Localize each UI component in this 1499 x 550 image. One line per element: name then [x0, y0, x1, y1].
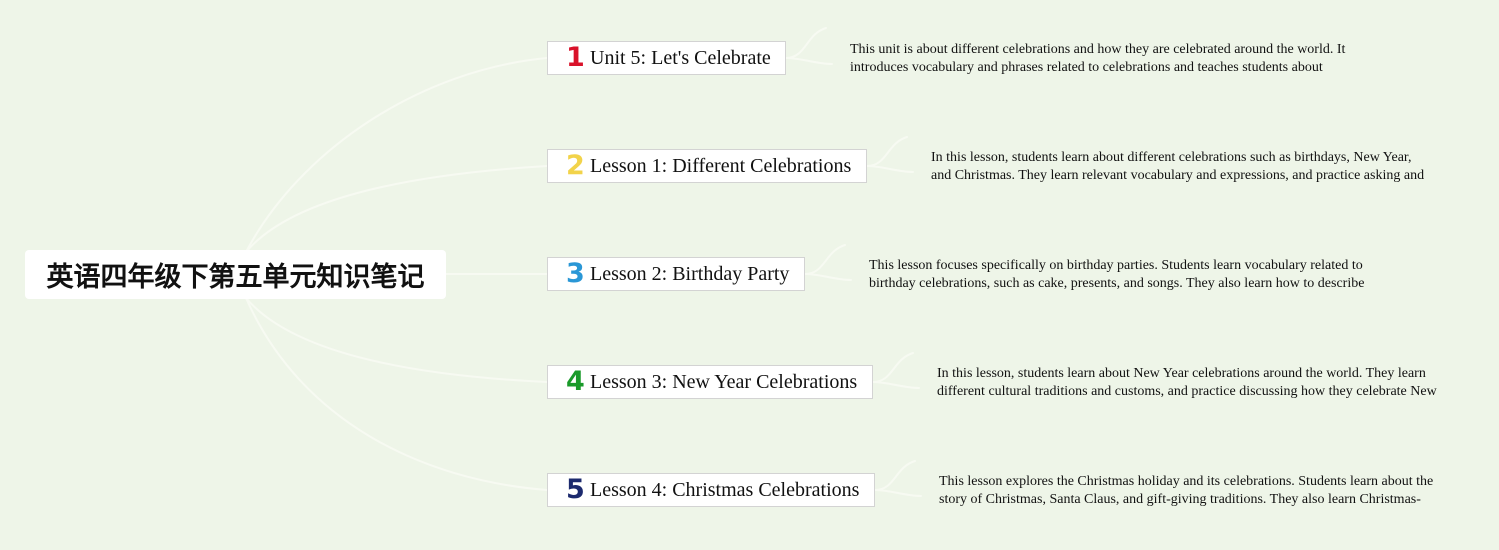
note-lesson-4: This lesson explores the Christmas holid…	[939, 474, 1434, 511]
connector-note-lower-1	[866, 165, 914, 173]
branch-lesson-1[interactable]: 2 Lesson 1: Different Celebrations	[547, 149, 867, 183]
branch-lesson-4[interactable]: 5 Lesson 4: Christmas Celebrations	[547, 473, 875, 507]
note-lesson-3: In this lesson, students learn about New…	[937, 366, 1437, 403]
branch-lesson-2[interactable]: 3 Lesson 2: Birthday Party	[547, 257, 805, 291]
number-4-icon: 4	[566, 366, 585, 397]
branch-label: Lesson 2: Birthday Party	[590, 262, 790, 285]
note-unit-5: This unit is about different celebration…	[850, 42, 1346, 79]
branch-label: Unit 5: Let's Celebrate	[590, 46, 771, 69]
note-lesson-1: In this lesson, students learn about dif…	[931, 150, 1425, 187]
connector-root-unit-5	[245, 57, 548, 253]
note-lesson-2: This lesson focuses specifically on birt…	[869, 258, 1365, 295]
connector-root-lesson-1	[245, 165, 548, 253]
branch-label: Lesson 3: New Year Celebrations	[590, 370, 858, 393]
number-3-icon: 3	[566, 258, 585, 289]
connector-note-upper-3	[872, 352, 914, 383]
number-1-icon: 1	[566, 42, 585, 73]
connector-note-lower-4	[874, 489, 922, 497]
connector-note-lower-3	[872, 381, 920, 389]
connector-note-lower-2	[804, 273, 852, 281]
connector-root-lesson-3	[245, 297, 548, 383]
connector-root-lesson-4	[245, 297, 548, 491]
branch-unit-5[interactable]: 1 Unit 5: Let's Celebrate	[547, 41, 786, 75]
connector-note-lower-0	[785, 57, 833, 65]
number-2-icon: 2	[566, 150, 585, 181]
branch-label: Lesson 1: Different Celebrations	[590, 154, 852, 177]
connector-note-upper-1	[866, 136, 908, 167]
connector-note-upper-4	[874, 460, 916, 491]
root-topic[interactable]: 英语四年级下第五单元知识笔记	[25, 250, 446, 299]
branch-lesson-3[interactable]: 4 Lesson 3: New Year Celebrations	[547, 365, 873, 399]
number-5-icon: 5	[566, 474, 585, 505]
branch-label: Lesson 4: Christmas Celebrations	[590, 478, 860, 501]
connector-note-upper-2	[804, 244, 846, 275]
connector-note-upper-0	[785, 27, 827, 59]
